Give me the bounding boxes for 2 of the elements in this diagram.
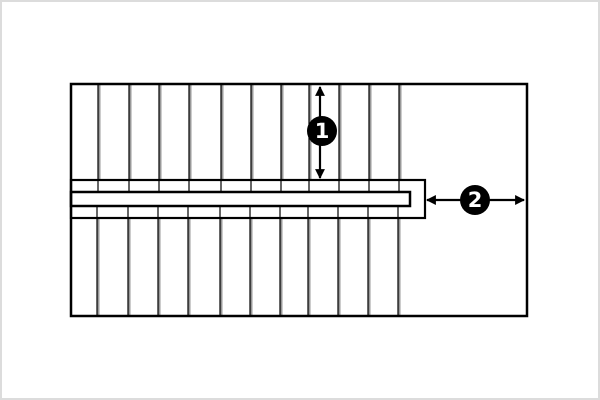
callout-number: 2 [460, 185, 490, 215]
callout-number: 1 [307, 116, 337, 146]
